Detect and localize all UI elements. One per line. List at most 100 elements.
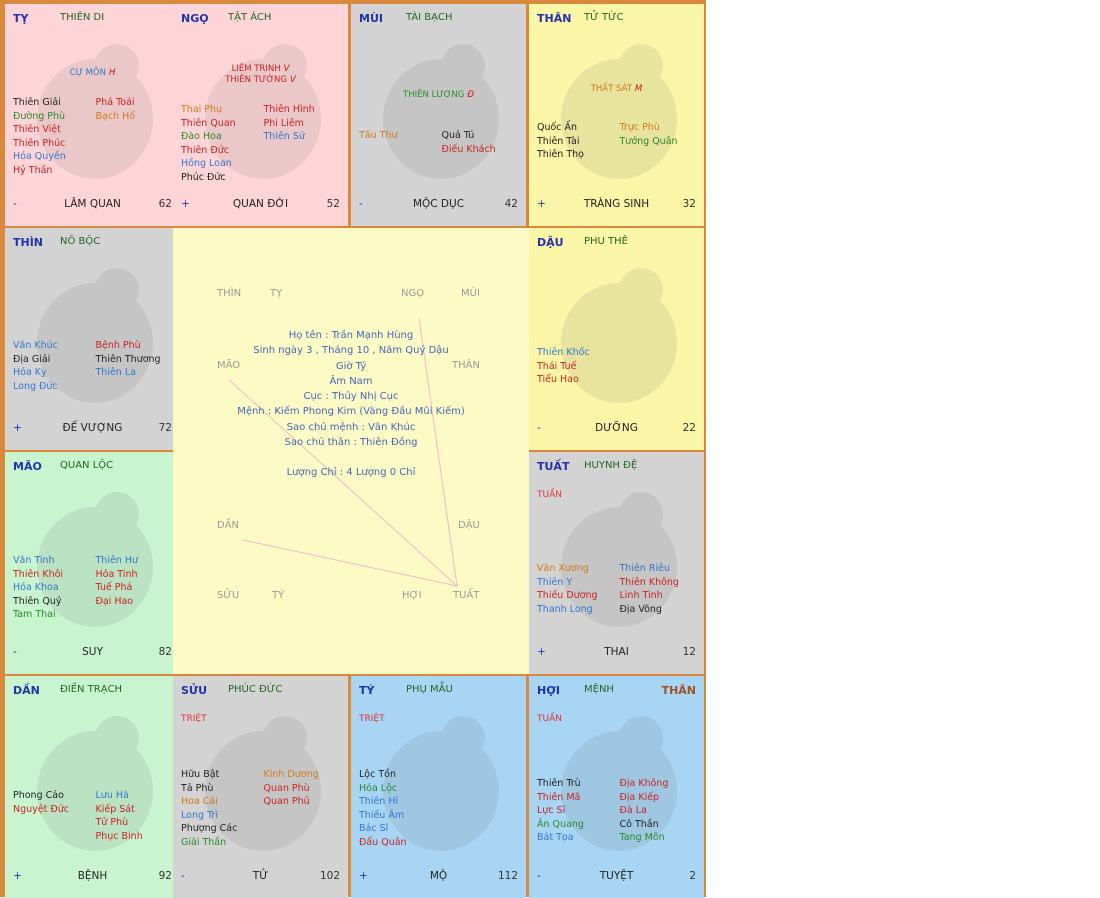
minor-star: Lưu Hà xyxy=(95,790,129,801)
yin-yang-sign: + xyxy=(537,198,546,210)
minor-star: Tấu Thư xyxy=(359,130,398,141)
earthly-branch: MÃO xyxy=(13,460,42,473)
star-brightness: Đ xyxy=(467,90,474,100)
yin-yang-sign: - xyxy=(13,198,17,210)
zodiac-animal-watermark xyxy=(371,696,511,866)
minor-star: Phi Liêm xyxy=(263,117,304,129)
minor-star: Đường Phù xyxy=(13,110,66,122)
minor-star: Ân Quang xyxy=(537,818,584,830)
minor-star: Thiên Quan xyxy=(181,117,236,129)
decade-age: 112 xyxy=(497,870,518,882)
earthly-branch: TÝ xyxy=(359,684,375,697)
minor-star: Thai Phụ xyxy=(181,104,223,115)
yin-yang-sign: + xyxy=(359,870,368,882)
minor-star-column xyxy=(620,346,703,387)
center-branch-label: DẦN xyxy=(217,520,240,531)
minor-star: Thiên Hư xyxy=(95,555,139,566)
minor-star: Thiên Y xyxy=(537,576,573,588)
decade-age: 102 xyxy=(319,870,340,882)
minor-star: Địa Võng xyxy=(619,603,662,615)
decade-age: 12 xyxy=(682,646,696,658)
yin-yang-sign: + xyxy=(13,422,22,434)
yin-yang-sign: - xyxy=(537,870,541,882)
minor-star: Văn Xương xyxy=(537,563,589,574)
center-branch-label: DẬU xyxy=(458,520,480,531)
palace-name: THIÊN DI xyxy=(60,12,105,23)
palace-name: PHỤ MẪU xyxy=(406,684,453,695)
palace-cell[interactable]: HỢIMỆNHTHÂNTUẦNTHÁI DƯƠNGHThiên TrùThiên… xyxy=(529,676,704,898)
minor-star: Hữu Bật xyxy=(181,769,220,780)
decade-age: 52 xyxy=(326,198,340,210)
zodiac-animal-watermark xyxy=(549,24,689,194)
zodiac-animal-watermark xyxy=(193,24,333,194)
minor-star: Cô Thần xyxy=(619,818,659,830)
minor-star: Thiên Khốc xyxy=(537,347,590,358)
life-stage: TUYỆT xyxy=(599,870,634,882)
zodiac-animal-watermark xyxy=(549,248,689,418)
minor-star: Quả Tú xyxy=(441,130,475,141)
minor-star: Thiên Trù xyxy=(537,778,581,789)
yin-yang-sign: + xyxy=(181,198,190,210)
minor-star: Long Trì xyxy=(181,809,218,821)
center-branch-label: TÝ xyxy=(272,590,285,601)
zodiac-animal-watermark xyxy=(371,24,511,194)
life-stage: MỘC DỤC xyxy=(412,198,465,210)
minor-star-column: Tấu Thư xyxy=(359,129,442,156)
minor-star: Thiên Quý xyxy=(13,595,62,607)
major-star-name: THIÊN LƯƠNG xyxy=(403,90,465,100)
life-stage: MỘ xyxy=(429,870,448,882)
earthly-branch: TUẤT xyxy=(537,460,570,473)
minor-star: Thiên Phúc xyxy=(13,137,66,149)
cell-footer: + MỘ 112 xyxy=(351,870,526,884)
minor-star: Tiểu Hao xyxy=(537,374,579,385)
tuan-triet-marker: TUẦN xyxy=(537,714,562,724)
minor-star: Long Đức xyxy=(13,380,58,392)
zodiac-animal-watermark xyxy=(549,472,689,642)
info-line xyxy=(173,450,529,465)
minor-star: Quốc Ấn xyxy=(537,122,578,133)
minor-star: Thanh Long xyxy=(537,603,593,615)
yin-yang-sign: + xyxy=(13,870,22,882)
palace-name: TẬT ÁCH xyxy=(228,12,272,23)
info-line: Sao chủ thân : Thiên Đồng xyxy=(284,437,418,449)
minor-star: Đẩu Quân xyxy=(359,836,407,848)
palace-name: TÀI BẠCH xyxy=(406,12,453,23)
zodiac-animal-watermark xyxy=(25,696,165,866)
